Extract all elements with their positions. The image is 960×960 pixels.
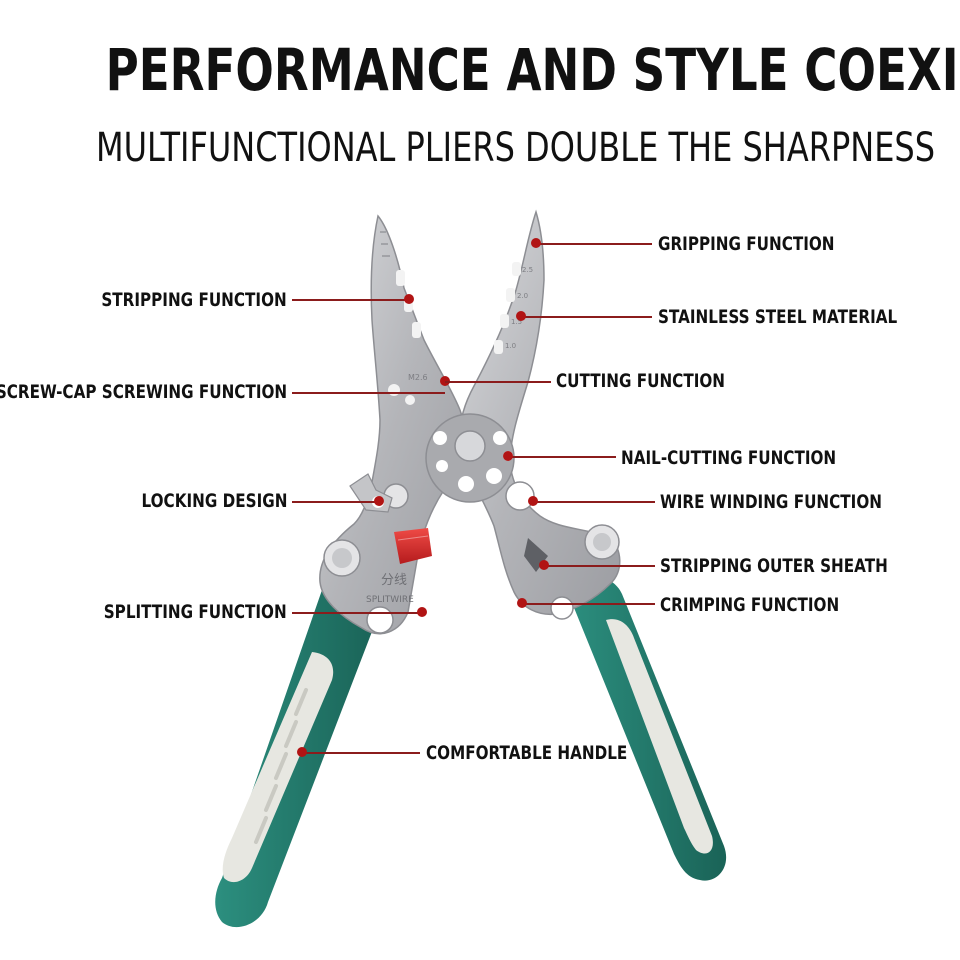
label-gripping: GRIPPING FUNCTION (658, 233, 835, 255)
callout-line-nail-cutting (508, 456, 616, 458)
callout-line-gripping (536, 243, 652, 245)
label-handle: COMFORTABLE HANDLE (426, 742, 628, 764)
label-wire-winding: WIRE WINDING FUNCTION (660, 491, 882, 513)
label-cutting: CUTTING FUNCTION (556, 370, 725, 392)
callout-dot-locking (374, 496, 384, 506)
callout-dot-crimping (517, 598, 527, 608)
callout-dot-stainless (516, 311, 526, 321)
callout-line-crimping (522, 603, 655, 605)
page-subtitle: MULTIFUNCTIONAL PLIERS DOUBLE THE SHARPN… (96, 125, 936, 171)
callout-dot-outer-sheath (539, 560, 549, 570)
callout-dot-gripping (531, 238, 541, 248)
callout-line-stainless (521, 316, 652, 318)
callout-line-cutting (445, 381, 551, 383)
engraving-size: M2.6 (408, 373, 428, 382)
callout-line-splitting (292, 612, 422, 614)
label-nail-cutting: NAIL-CUTTING FUNCTION (621, 447, 837, 469)
engraving-chinese: 分线 (381, 573, 407, 588)
right-handle (566, 577, 727, 881)
label-stainless: STAINLESS STEEL MATERIAL (658, 306, 898, 328)
engraving-english: SPLITWIRE (366, 595, 414, 605)
gauge-mark: 1.5 (511, 318, 522, 326)
page-title: PERFORMANCE AND STYLE COEXIST (105, 36, 960, 104)
callout-dot-nail-cutting (503, 451, 513, 461)
label-splitting: SPLITTING FUNCTION (104, 601, 287, 623)
callout-line-screw-cap (292, 392, 445, 394)
label-screw-cap: SCREW-CAP SCREWING FUNCTION (0, 381, 287, 403)
label-crimping: CRIMPING FUNCTION (660, 594, 840, 616)
callout-dot-handle (297, 747, 307, 757)
left-handle (215, 588, 378, 928)
callout-dot-splitting (417, 607, 427, 617)
callout-line-stripping (292, 299, 409, 301)
pivot-plate (425, 413, 515, 503)
label-locking: LOCKING DESIGN (141, 490, 287, 512)
callout-line-handle (302, 752, 420, 754)
callout-line-locking (292, 501, 379, 503)
gauge-mark: 2.0 (517, 292, 528, 300)
callout-line-outer-sheath (544, 565, 655, 567)
callout-dot-stripping (404, 294, 414, 304)
gauge-mark: 1.0 (505, 342, 516, 350)
gauge-mark: 2.5 (522, 266, 533, 274)
callout-dot-wire-winding (528, 496, 538, 506)
label-stripping: STRIPPING FUNCTION (101, 289, 287, 311)
lock-button (394, 528, 432, 564)
label-outer-sheath: STRIPPING OUTER SHEATH (660, 555, 888, 577)
callout-line-wire-winding (533, 501, 655, 503)
